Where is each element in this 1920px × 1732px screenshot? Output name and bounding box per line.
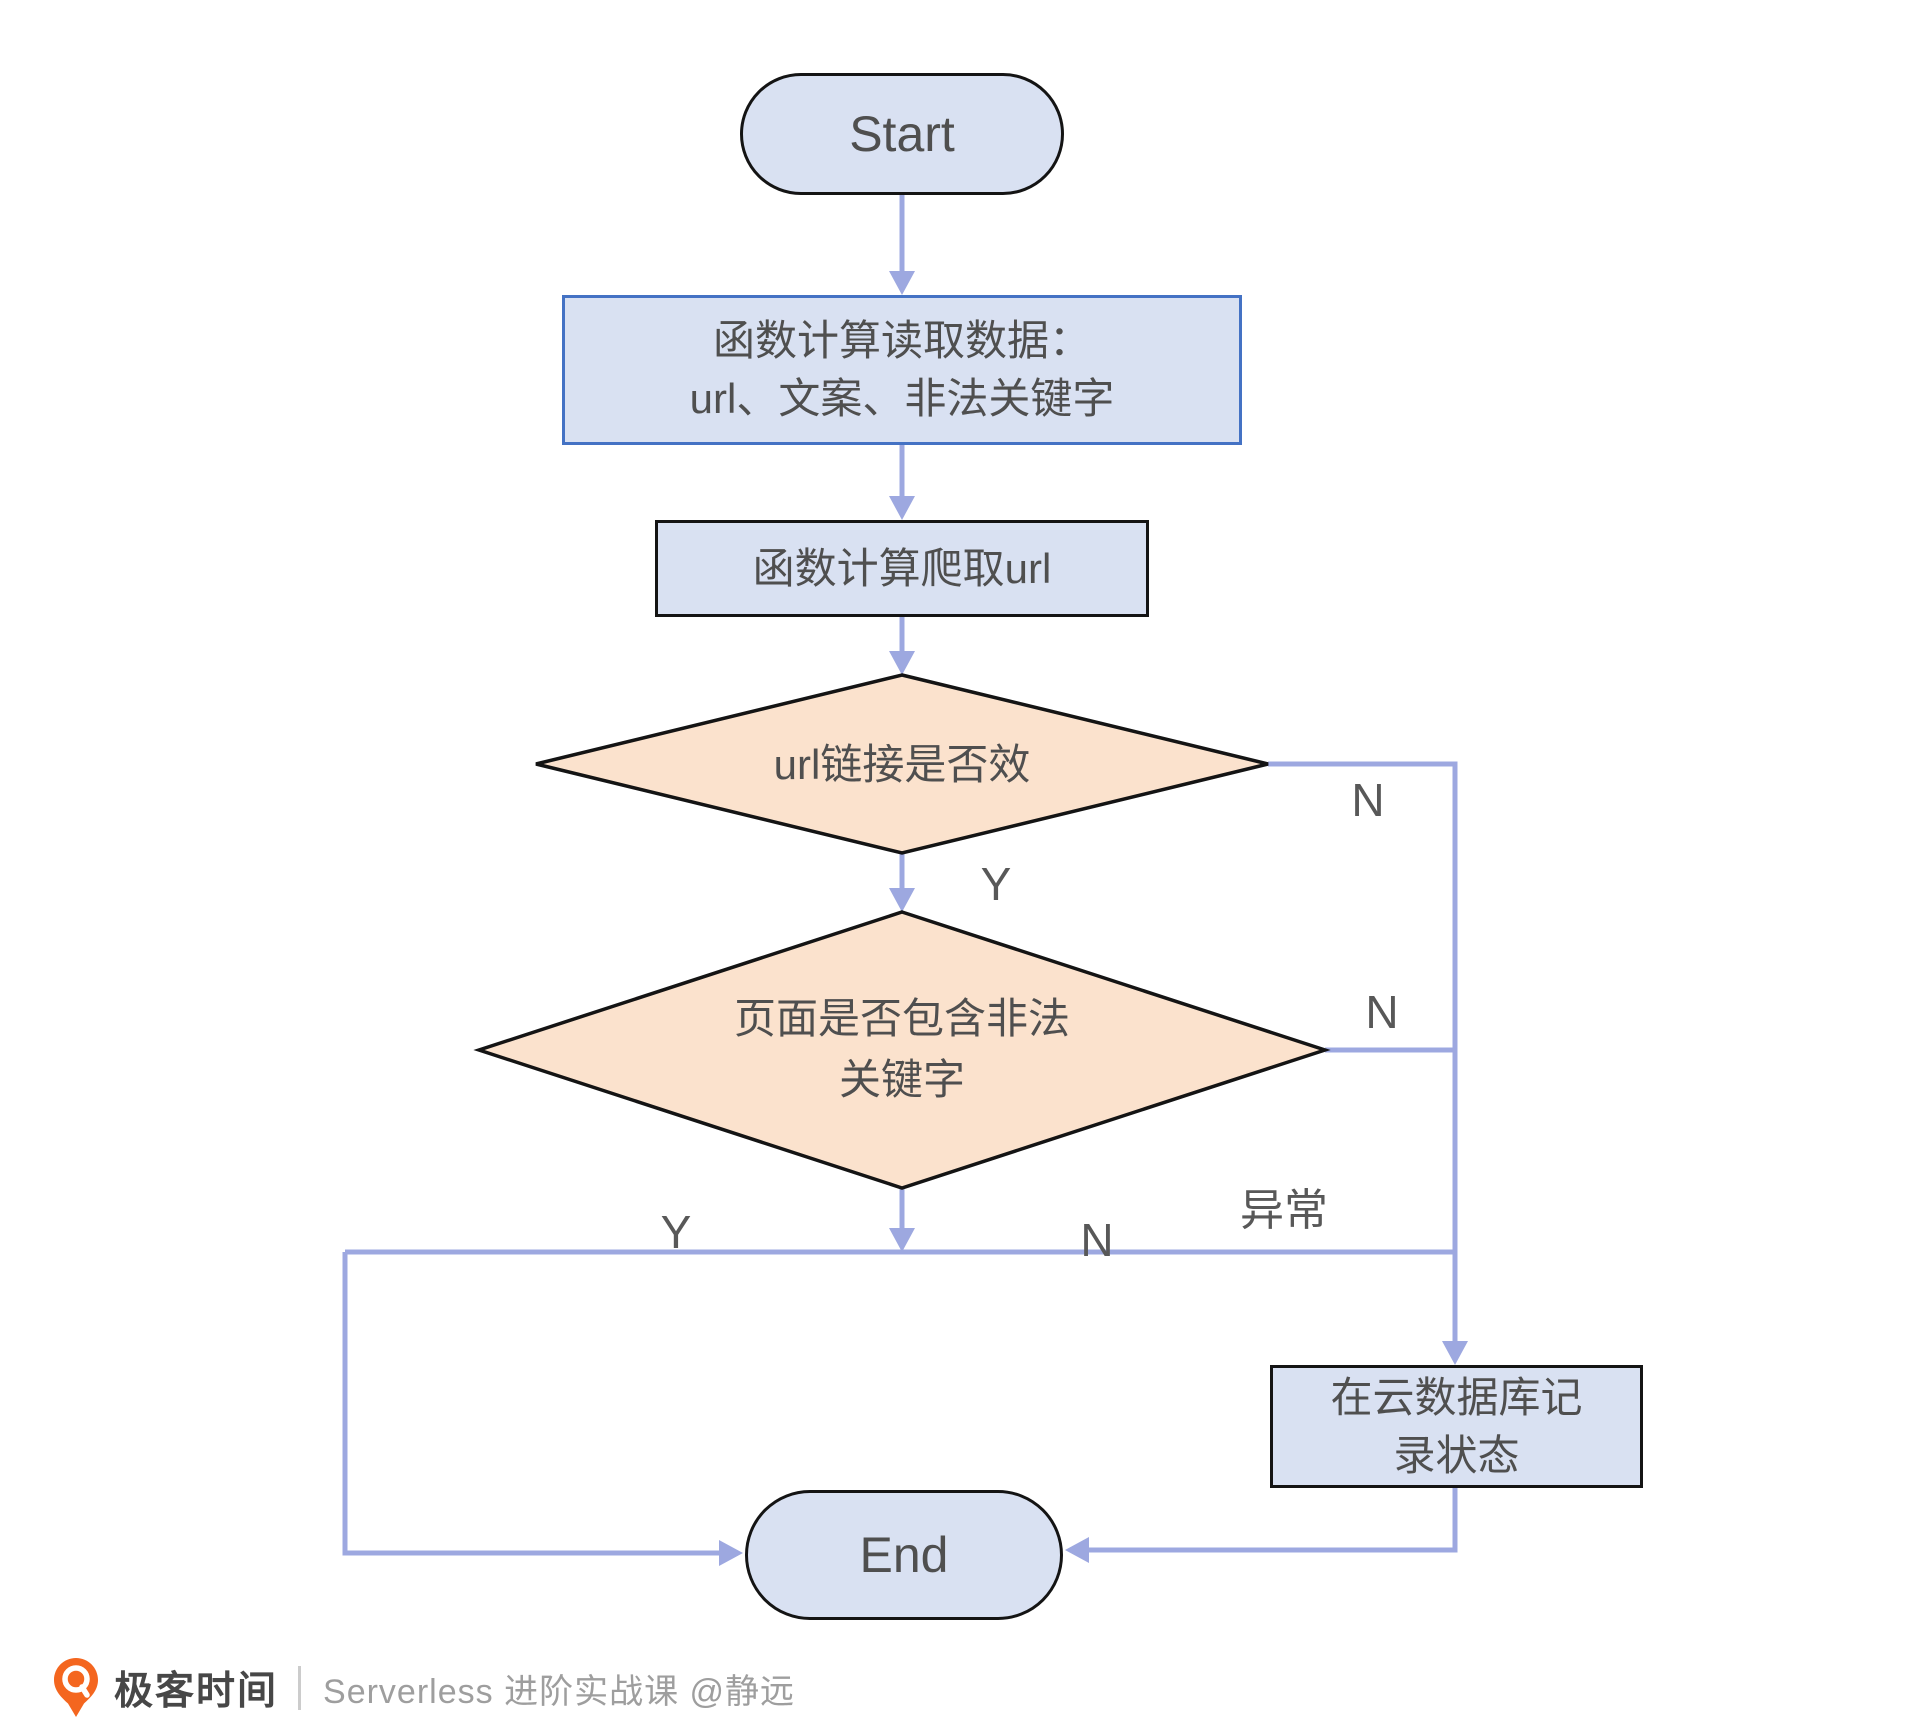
crawl-url-label: 函数计算爬取url bbox=[752, 544, 1052, 592]
end-node-label: End bbox=[859, 1526, 949, 1583]
arrowhead-decision1 bbox=[889, 651, 915, 675]
read-data-node: 函数计算读取数据： url、文案、非法关键字 bbox=[562, 295, 1242, 445]
footer-course-credit: Serverless 进阶实战课 @静远 bbox=[323, 1672, 796, 1711]
decision-illegal-keyword-text: 页面是否包含非法 关键字 bbox=[600, 975, 1204, 1125]
record-status-line-2: 录状态 bbox=[1393, 1431, 1520, 1479]
edge-label-illegal-no: N bbox=[1365, 986, 1399, 1038]
footer-credit: 极客时间 Serverless 进阶实战课 @静远 bbox=[52, 1650, 795, 1726]
geektime-pin-icon bbox=[54, 1658, 98, 1717]
read-data-line-1: 函数计算读取数据： bbox=[712, 317, 1091, 365]
record-status-line-1: 在云数据库记 bbox=[1330, 1373, 1583, 1421]
start-node-label: Start bbox=[849, 105, 955, 162]
read-data-line-2: url、文案、非法关键字 bbox=[689, 375, 1115, 422]
decision-illegal-line-1: 页面是否包含非法 bbox=[733, 995, 1070, 1043]
arrowhead-decision2 bbox=[889, 888, 915, 912]
decision-url-valid-text: url链接是否效 bbox=[620, 720, 1184, 810]
record-status-node: 在云数据库记 录状态 bbox=[1270, 1365, 1643, 1488]
arrowhead-record bbox=[1442, 1341, 1468, 1365]
arrowhead-end-left bbox=[719, 1540, 743, 1566]
arrowhead-end-right bbox=[1065, 1537, 1089, 1563]
end-node: End bbox=[745, 1490, 1063, 1620]
edge-label-join-yes: Y bbox=[660, 1206, 692, 1258]
decision-illegal-keyword-shape bbox=[473, 910, 1331, 1190]
connector-yes-to-end bbox=[342, 1252, 723, 1556]
edge-label-url-valid-yes: Y bbox=[980, 858, 1012, 910]
edge-label-url-valid-no: N bbox=[1351, 774, 1385, 826]
start-node: Start bbox=[740, 73, 1064, 195]
arrowhead-read bbox=[889, 271, 915, 295]
edge-label-join-no: N bbox=[1080, 1214, 1114, 1266]
decision-url-valid-label: url链接是否效 bbox=[773, 740, 1031, 788]
footer-brand: 极客时间 bbox=[114, 1670, 279, 1713]
arrowhead-crawl bbox=[889, 496, 915, 520]
footer-divider bbox=[298, 1666, 302, 1710]
edge-label-exception: 异常 bbox=[1240, 1186, 1328, 1235]
arrowhead-join bbox=[889, 1228, 915, 1252]
connector-record-to-end bbox=[1085, 1488, 1458, 1553]
connector-decision1-no bbox=[1268, 761, 1458, 1345]
decision-url-valid-shape bbox=[535, 673, 1269, 855]
decision-illegal-line-2: 关键字 bbox=[838, 1056, 965, 1103]
crawl-url-node: 函数计算爬取url bbox=[655, 520, 1149, 617]
